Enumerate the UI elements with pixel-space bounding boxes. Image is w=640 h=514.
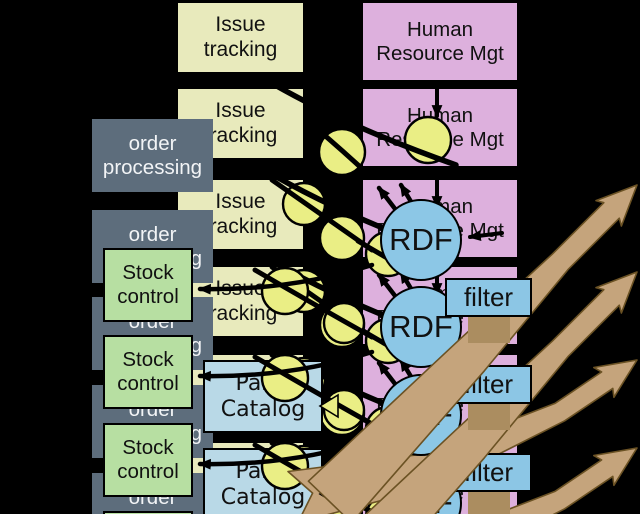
stock-control-box: Stock control	[103, 511, 193, 514]
stock-control-box: Stock control	[103, 423, 193, 497]
human-resource-mgt-box: Human Resource Mgt	[363, 3, 517, 80]
filter-box: filter	[445, 278, 532, 317]
issue-tracking-box: Issue tracking	[178, 3, 303, 72]
rdf-circle: RDF	[380, 199, 462, 281]
order-processing-box: order processing	[92, 119, 213, 192]
stock-control-box: Stock control	[103, 248, 193, 322]
stock-control-box: Stock control	[103, 335, 193, 409]
